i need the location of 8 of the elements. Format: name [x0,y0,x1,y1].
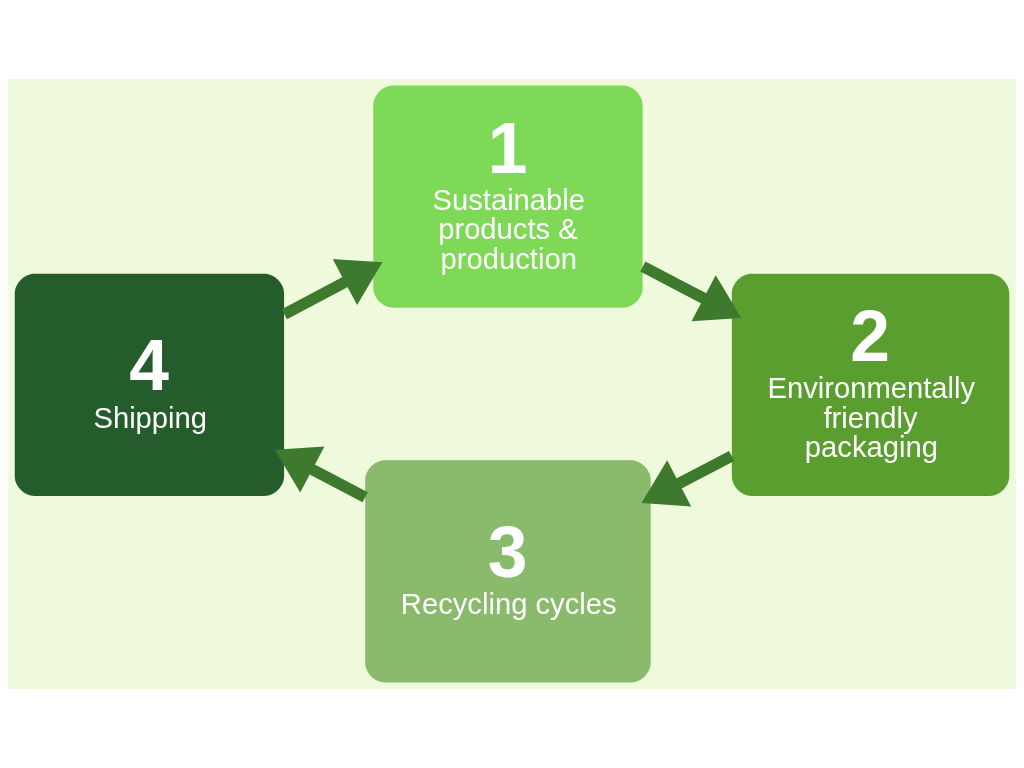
arrow [640,261,742,322]
node-box: 2 Environmentally friendly packaging [731,273,1010,496]
arrow [274,446,368,503]
node-box: 4 Shipping [14,273,285,496]
node-box: 3 Recycling cycles [365,460,651,683]
node-box: 1 Sustainable products & production [373,85,643,308]
arrow [641,451,735,507]
arrow [281,259,383,320]
